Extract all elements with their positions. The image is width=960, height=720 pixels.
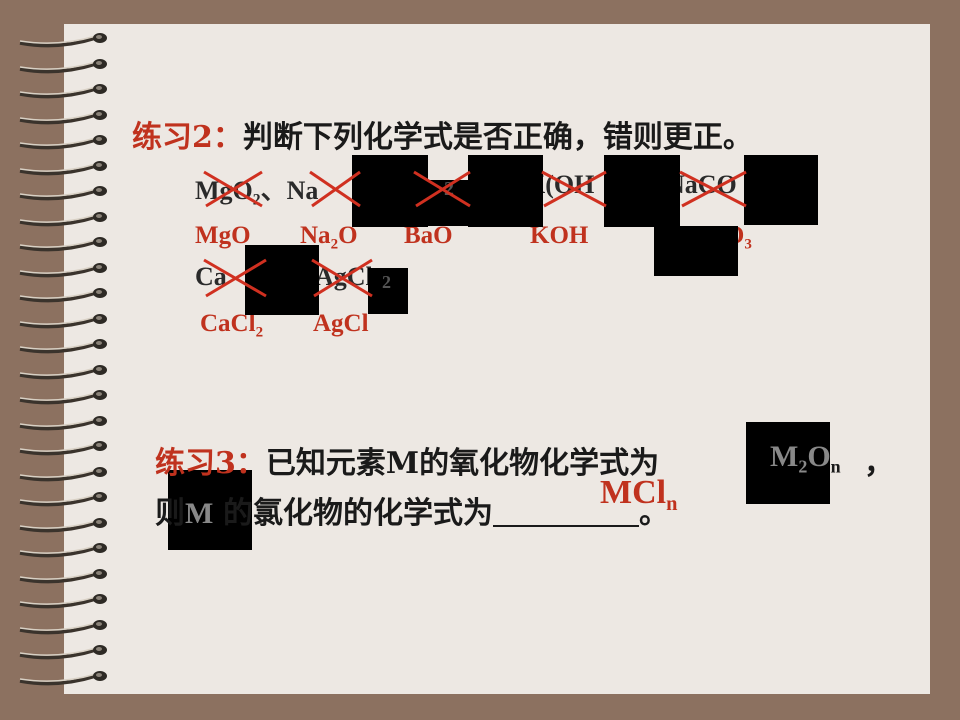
mask-block — [368, 268, 408, 314]
cross-mark-icon — [413, 170, 471, 208]
exercise3-label: 练习3： — [155, 446, 266, 481]
answer-blank — [493, 499, 639, 527]
mask-block — [654, 226, 738, 276]
spiral-ring-icon — [18, 464, 108, 482]
exercise2-prompt: 判断下列化学式是否正确，错则更正。 — [242, 120, 753, 155]
spiral-ring-icon — [18, 158, 108, 176]
cross-mark-icon — [541, 170, 607, 208]
spiral-ring-icon — [18, 132, 108, 150]
formula-agcl2-subscript: 2 — [382, 272, 391, 292]
spiral-ring-icon — [18, 336, 108, 354]
slide-board — [64, 24, 930, 694]
spiral-ring-icon — [18, 81, 108, 99]
oxide-formula: M2On — [770, 440, 841, 477]
spiral-ring-icon — [18, 489, 108, 507]
formula-mgo2: MgO2 — [195, 176, 261, 209]
exercise2-label: 练习2： — [132, 120, 243, 155]
spiral-ring-icon — [18, 413, 108, 431]
spiral-ring-icon — [18, 311, 108, 329]
exercise3-comma: ， — [864, 446, 894, 481]
spiral-ring-icon — [18, 438, 108, 456]
spiral-ring-icon — [18, 642, 108, 660]
cross-mark-icon — [203, 170, 263, 208]
spiral-ring-icon — [18, 591, 108, 609]
spiral-ring-icon — [18, 566, 108, 584]
spiral-ring-icon — [18, 234, 108, 252]
exercise3-then: 则 — [155, 496, 185, 531]
spiral-ring-icon — [18, 387, 108, 405]
cross-mark-icon — [679, 170, 747, 208]
mask-block — [468, 155, 543, 227]
exercise3-text2: 的氯化物的化学式为 — [223, 496, 493, 531]
mask-block — [744, 155, 818, 225]
spiral-ring-icon — [18, 30, 108, 48]
mask-block — [352, 155, 428, 227]
mask-block — [746, 422, 830, 504]
spiral-ring-icon — [18, 540, 108, 558]
spiral-ring-icon — [18, 668, 108, 686]
exercise2-title: 练习2：判断下列化学式是否正确，错则更正。 — [132, 112, 753, 156]
correction-na2o: Na2O — [300, 222, 358, 253]
mask-block — [428, 180, 468, 226]
correction-agcl: AgCl — [313, 310, 369, 337]
mask-block — [245, 245, 319, 315]
spiral-ring-icon — [18, 515, 108, 533]
exercise3-line2: 则M 的氯化物的化学式为 。 — [155, 488, 669, 532]
spiral-ring-icon — [18, 56, 108, 74]
spiral-ring-icon — [18, 260, 108, 278]
spiral-ring-icon — [18, 209, 108, 227]
correction-mgo: MgO — [195, 222, 251, 249]
cross-mark-icon — [203, 258, 267, 298]
cross-mark-icon — [309, 170, 361, 208]
exercise3-line1: 练习3：已知元素M的氧化物化学式为 — [155, 438, 659, 482]
spiral-ring-icon — [18, 107, 108, 125]
formula-na: Na — [286, 176, 319, 205]
mask-block — [168, 470, 252, 550]
separator: 、 — [260, 176, 287, 205]
spiral-ring-icon — [18, 362, 108, 380]
formula-b-subscript: 2 — [444, 178, 454, 200]
spiral-ring-icon — [18, 183, 108, 201]
spiral-ring-icon — [18, 617, 108, 635]
exercise3-text1: 已知元素M的氧化物化学式为 — [265, 446, 660, 481]
cross-mark-icon — [311, 258, 373, 298]
element-m: M — [185, 497, 214, 530]
exercise3-period: 。 — [639, 496, 669, 531]
original-formula-line: MgO2、Na — [195, 170, 318, 209]
exercise3-answer: MCln — [600, 474, 678, 516]
spiral-ring-icon — [18, 285, 108, 303]
mask-block — [604, 155, 680, 227]
